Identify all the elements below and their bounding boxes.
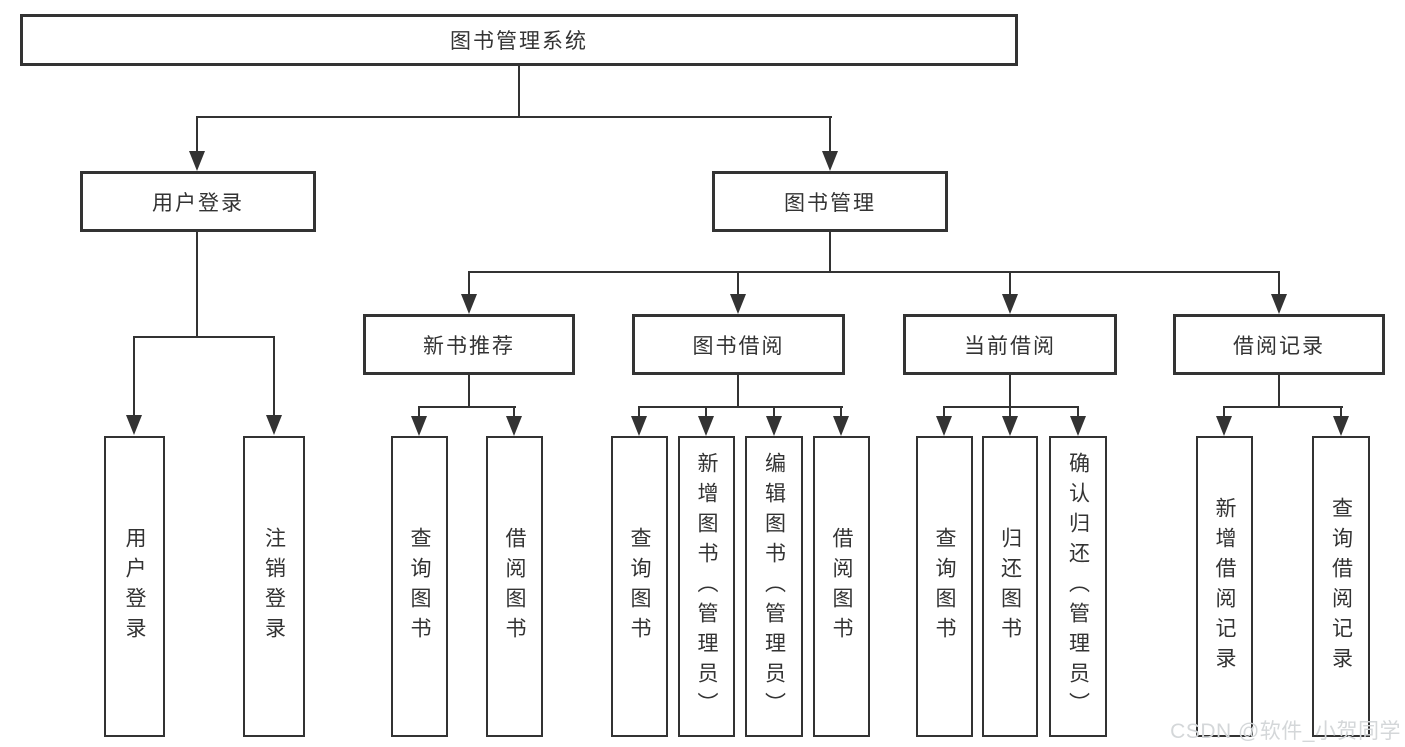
node-label: 新增借阅记录 xyxy=(1213,496,1236,677)
node-label: 查询图书 xyxy=(408,526,431,647)
connector-line xyxy=(1077,407,1079,417)
node-leaf-query-books-1: 查询图书 xyxy=(391,436,448,737)
connector-line xyxy=(468,271,1280,273)
node-leaf-borrow-books-1: 借阅图书 xyxy=(486,436,543,737)
arrowhead-down xyxy=(698,416,714,436)
node-user-login: 用户登录 xyxy=(80,171,316,232)
connector-line xyxy=(273,337,275,416)
node-label: 图书管理系统 xyxy=(450,30,588,53)
node-label: 确认归还（管理员） xyxy=(1066,451,1090,722)
connector-line xyxy=(418,407,420,417)
arrowhead-down xyxy=(126,415,142,435)
connector-line xyxy=(133,337,135,416)
node-library-system: 图书管理系统 xyxy=(20,14,1018,66)
connector-line xyxy=(513,407,515,417)
connector-line xyxy=(773,407,775,417)
csdn-watermark: CSDN @软件_小贺同学 xyxy=(1170,720,1401,743)
node-label: 查询图书 xyxy=(628,526,651,647)
node-label: 借阅图书 xyxy=(503,526,526,647)
connector-line xyxy=(468,375,470,408)
arrowhead-down xyxy=(1070,416,1086,436)
node-borrowing-records: 借阅记录 xyxy=(1173,314,1385,375)
node-label: 查询图书 xyxy=(933,526,956,647)
arrowhead-down xyxy=(461,294,477,314)
arrowhead-down xyxy=(822,151,838,171)
connector-line xyxy=(1009,375,1011,408)
connector-line xyxy=(705,407,707,417)
connector-line xyxy=(1009,272,1011,295)
node-leaf-confirm-return-admin: 确认归还（管理员） xyxy=(1049,436,1107,737)
arrowhead-down xyxy=(411,416,427,436)
node-leaf-logout: 注销登录 xyxy=(243,436,305,737)
node-current-borrowing: 当前借阅 xyxy=(903,314,1117,375)
connector-line xyxy=(1009,407,1011,417)
node-label: 编辑图书（管理员） xyxy=(762,451,786,722)
connector-line xyxy=(737,375,739,408)
arrowhead-down xyxy=(730,294,746,314)
connector-line xyxy=(829,117,831,153)
connector-line xyxy=(1278,272,1280,295)
node-label: 新增图书（管理员） xyxy=(695,451,718,722)
node-label: 图书管理 xyxy=(784,191,876,215)
arrowhead-down xyxy=(1216,416,1232,436)
connector-line xyxy=(468,272,470,295)
arrowhead-down xyxy=(833,416,849,436)
node-label: 用户登录 xyxy=(123,526,146,647)
arrowhead-down xyxy=(506,416,522,436)
connector-line xyxy=(196,232,198,337)
arrowhead-down xyxy=(631,416,647,436)
connector-line xyxy=(1340,407,1342,417)
node-label: 查询借阅记录 xyxy=(1329,496,1353,677)
node-leaf-query-books-3: 查询图书 xyxy=(916,436,973,737)
node-book-borrowing: 图书借阅 xyxy=(632,314,845,375)
node-book-management: 图书管理 xyxy=(712,171,948,232)
node-label: 借阅图书 xyxy=(830,526,853,647)
connector-line xyxy=(943,406,1079,408)
node-leaf-query-borrow-record: 查询借阅记录 xyxy=(1312,436,1370,737)
connector-line xyxy=(518,66,520,117)
node-leaf-borrow-books-2: 借阅图书 xyxy=(813,436,870,737)
connector-line xyxy=(638,406,843,408)
arrowhead-down xyxy=(1002,416,1018,436)
node-label: 注销登录 xyxy=(262,526,286,647)
node-label: 借阅记录 xyxy=(1233,334,1325,358)
arrowhead-down xyxy=(1333,416,1349,436)
connector-line xyxy=(196,116,832,118)
arrowhead-down xyxy=(189,151,205,171)
connector-line xyxy=(1278,375,1280,408)
node-label: 归还图书 xyxy=(998,526,1022,647)
node-leaf-user-login: 用户登录 xyxy=(104,436,165,737)
arrowhead-down xyxy=(936,416,952,436)
connector-line xyxy=(829,232,831,272)
arrowhead-down xyxy=(266,415,282,435)
connector-line xyxy=(133,336,275,338)
node-label: 用户登录 xyxy=(152,191,244,215)
node-leaf-add-borrow-record: 新增借阅记录 xyxy=(1196,436,1253,737)
node-label: 图书借阅 xyxy=(692,334,785,358)
arrowhead-down xyxy=(1271,294,1287,314)
connector-line xyxy=(418,406,516,408)
node-label: 当前借阅 xyxy=(964,334,1056,358)
connector-line xyxy=(638,407,640,417)
arrowhead-down xyxy=(766,416,782,436)
node-new-book-recommend: 新书推荐 xyxy=(363,314,575,375)
arrowhead-down xyxy=(1002,294,1018,314)
node-leaf-query-books-2: 查询图书 xyxy=(611,436,668,737)
connector-line xyxy=(943,407,945,417)
connector-line xyxy=(196,117,198,153)
node-leaf-edit-books-admin: 编辑图书（管理员） xyxy=(745,436,803,737)
node-label: 新书推荐 xyxy=(423,334,515,358)
connector-line xyxy=(1223,407,1225,417)
connector-line xyxy=(840,407,842,417)
connector-line xyxy=(1223,406,1343,408)
connector-line xyxy=(737,272,739,295)
node-leaf-add-books-admin: 新增图书（管理员） xyxy=(678,436,735,737)
node-leaf-return-books: 归还图书 xyxy=(982,436,1038,737)
